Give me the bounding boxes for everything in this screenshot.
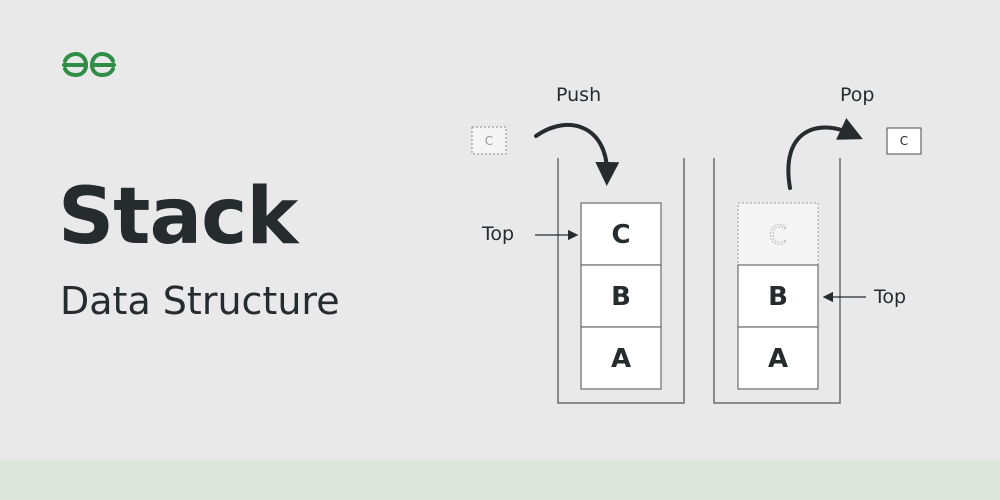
push-incoming-item: C [471, 126, 507, 155]
push-block-a-label: A [611, 344, 631, 374]
pop-block-b-label: B [768, 282, 788, 312]
pop-top-label: Top [873, 286, 906, 308]
pop-removed-block-label: C [769, 221, 787, 251]
push-block-a: A [580, 326, 662, 390]
page-subtitle: Data Structure [60, 279, 340, 323]
pop-outgoing-item: C [886, 127, 922, 155]
pop-container [713, 158, 841, 404]
push-block-b: B [580, 264, 662, 328]
footer-band [0, 460, 1000, 500]
push-block-c-label: C [611, 220, 630, 250]
push-label: Push [556, 84, 601, 106]
push-top-label: Top [481, 223, 514, 245]
pop-block-a: A [737, 326, 819, 390]
pop-outgoing-label: C [900, 134, 908, 148]
push-container [557, 158, 685, 404]
push-incoming-label: C [485, 134, 493, 148]
pop-stack: Pop C C B A Top [713, 84, 922, 404]
pop-label: Pop [840, 84, 874, 106]
pop-arrow-icon [786, 118, 863, 190]
pop-removed-block: C [737, 202, 819, 266]
geeksforgeeks-logo-icon [62, 51, 116, 78]
page-title: Stack [58, 172, 298, 262]
push-block-b-label: B [611, 282, 631, 312]
pop-block-a-label: A [768, 344, 788, 374]
push-arrow-icon [534, 122, 620, 186]
push-stack: Push C C B A Top [471, 84, 685, 404]
pop-block-b: B [737, 264, 819, 328]
push-block-c: C [580, 202, 662, 266]
